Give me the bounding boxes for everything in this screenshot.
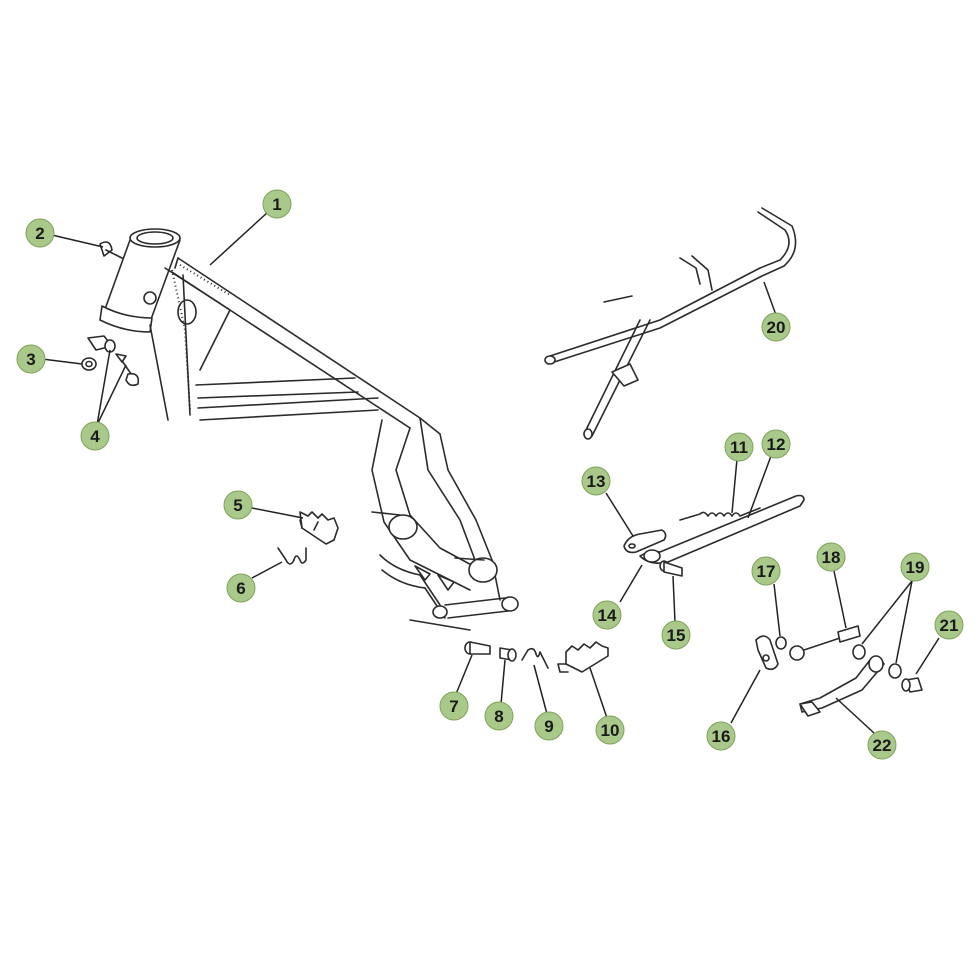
callout-16: 16 <box>706 721 736 751</box>
callout-3: 3 <box>16 344 46 374</box>
part-20-subframe <box>544 207 797 440</box>
callout-9-circle <box>534 711 564 741</box>
callout-11: 11 <box>724 432 754 462</box>
part-15-pivot-bolt <box>659 560 683 577</box>
callout-15: 15 <box>661 620 691 650</box>
callout-9: 9 <box>534 711 564 741</box>
callout-22-circle <box>867 730 897 760</box>
main-frame <box>99 228 519 631</box>
part-18-linkage-rod <box>789 625 861 661</box>
callout-2-circle <box>25 218 55 248</box>
callout-21-label: 21 <box>940 616 959 635</box>
part-17-washer <box>775 636 787 650</box>
callout-16-circle <box>706 721 736 751</box>
callout-4-label: 4 <box>90 427 100 446</box>
callout-21-circle <box>934 610 964 640</box>
callout-15-circle <box>661 620 691 650</box>
callout-18-label: 18 <box>822 548 841 567</box>
callout-9-label: 9 <box>544 717 553 736</box>
callout-8-circle <box>484 701 514 731</box>
callout-4-circle <box>80 421 110 451</box>
callout-20: 20 <box>761 312 791 342</box>
callout-5-label: 5 <box>233 496 242 515</box>
callout-6-circle <box>226 573 256 603</box>
callout-22: 22 <box>867 730 897 760</box>
callout-1-circle <box>262 189 292 219</box>
callout-12: 12 <box>761 429 791 459</box>
callout-3-circle <box>16 344 46 374</box>
callout-14-circle <box>592 600 622 630</box>
callout-13-label: 13 <box>587 472 606 491</box>
callout-10: 10 <box>595 715 625 745</box>
part-14-side-stand <box>639 494 805 564</box>
callout-19-circle <box>900 552 930 582</box>
part-3-nut <box>81 357 97 371</box>
part-11-spring <box>679 507 761 521</box>
callout-19: 19 <box>900 552 930 582</box>
callout-20-circle <box>761 312 791 342</box>
callout-13: 13 <box>581 466 611 496</box>
leader-lines <box>41 211 940 734</box>
callout-10-circle <box>595 715 625 745</box>
part-9-spring <box>521 647 549 669</box>
callout-7: 7 <box>439 691 469 721</box>
callout-21: 21 <box>934 610 964 640</box>
part-7-bolt <box>464 641 491 655</box>
part-2-bolt <box>99 241 123 259</box>
callout-15-label: 15 <box>667 626 686 645</box>
callout-18: 18 <box>816 542 846 572</box>
callout-17-label: 17 <box>757 562 776 581</box>
part-8-bushing <box>499 647 517 662</box>
callout-19-label: 19 <box>906 558 925 577</box>
part-21-bolt <box>901 677 923 693</box>
callout-8-label: 8 <box>494 707 503 726</box>
callout-4: 4 <box>80 421 110 451</box>
callout-14: 14 <box>592 600 622 630</box>
part-22-shift-lever <box>799 655 885 717</box>
callout-3-label: 3 <box>26 350 35 369</box>
part-5-footpeg <box>299 511 339 545</box>
callout-16-label: 16 <box>712 727 731 746</box>
callout-5-circle <box>223 490 253 520</box>
callout-12-label: 12 <box>767 435 786 454</box>
callout-20-label: 20 <box>767 318 786 337</box>
callout-11-label: 11 <box>730 438 748 457</box>
part-6-spring <box>277 547 307 565</box>
callout-7-circle <box>439 691 469 721</box>
callout-10-label: 10 <box>601 721 620 740</box>
callout-22-label: 22 <box>873 736 892 755</box>
part-16-lever-arm <box>755 635 779 671</box>
callout-8: 8 <box>484 701 514 731</box>
callout-2: 2 <box>25 218 55 248</box>
callout-11-circle <box>724 432 754 462</box>
callout-1-label: 1 <box>272 195 281 214</box>
callout-6: 6 <box>226 573 256 603</box>
callout-17: 17 <box>751 556 781 586</box>
callout-1: 1 <box>262 189 292 219</box>
callout-13-circle <box>581 466 611 496</box>
callout-7-label: 7 <box>449 697 458 716</box>
part-13-bracket <box>623 529 667 554</box>
callout-6-label: 6 <box>236 579 245 598</box>
callout-5: 5 <box>223 490 253 520</box>
callout-2-label: 2 <box>35 224 44 243</box>
callout-12-circle <box>761 429 791 459</box>
part-10-footpeg <box>557 641 609 673</box>
part-19-washers <box>852 644 902 679</box>
callout-14-label: 14 <box>598 606 617 625</box>
callout-18-circle <box>816 542 846 572</box>
callout-17-circle <box>751 556 781 586</box>
